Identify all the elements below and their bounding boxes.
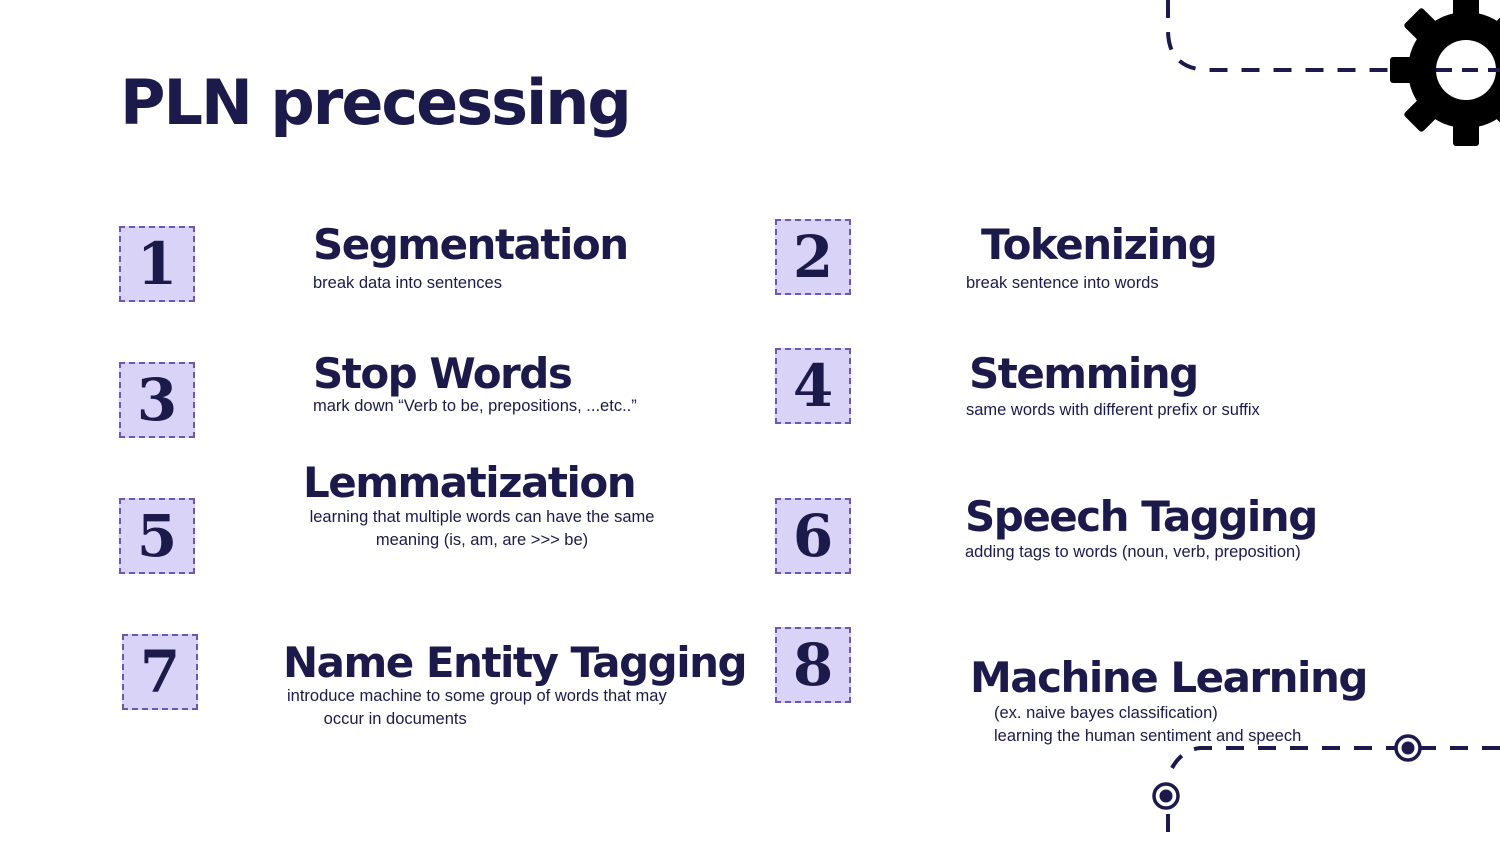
step-title: Machine Learning: [970, 653, 1368, 702]
step-title: Stop Words: [313, 349, 573, 398]
page-title: PLN precessing: [120, 66, 632, 139]
step-number-badge: 7: [122, 634, 198, 710]
step-description: learning that multiple words can have th…: [309, 508, 655, 549]
step-description: break data into sentences: [313, 274, 502, 292]
step-title: Name Entity Tagging: [283, 638, 748, 687]
step-title: Segmentation: [313, 220, 629, 269]
step-title: Tokenizing: [981, 220, 1218, 269]
step-number-badge: 4: [775, 348, 851, 424]
circuit-node-icon: [1152, 734, 1422, 810]
step-number-badge: 8: [775, 627, 851, 703]
step-number-badge: 3: [119, 362, 195, 438]
gear-icon: [1390, 0, 1500, 146]
step-title: Speech Tagging: [965, 492, 1318, 541]
step-number-badge: 6: [775, 498, 851, 574]
step-title: Stemming: [969, 349, 1199, 398]
step-number-badge: 2: [775, 219, 851, 295]
step-number-badge: 5: [119, 498, 195, 574]
step-description: same words with different prefix or suff…: [966, 401, 1260, 419]
step-description: break sentence into words: [966, 274, 1159, 292]
step-description: mark down “Verb to be, prepositions, ...…: [313, 397, 637, 415]
step-description: (ex. naive bayes classification) learnin…: [994, 704, 1302, 745]
step-description: introduce machine to some group of words…: [287, 687, 667, 728]
step-description: adding tags to words (noun, verb, prepos…: [965, 543, 1301, 561]
bottom-circuit-path: [1166, 746, 1500, 844]
step-title: Lemmatization: [303, 458, 637, 507]
step-number-badge: 1: [119, 226, 195, 302]
